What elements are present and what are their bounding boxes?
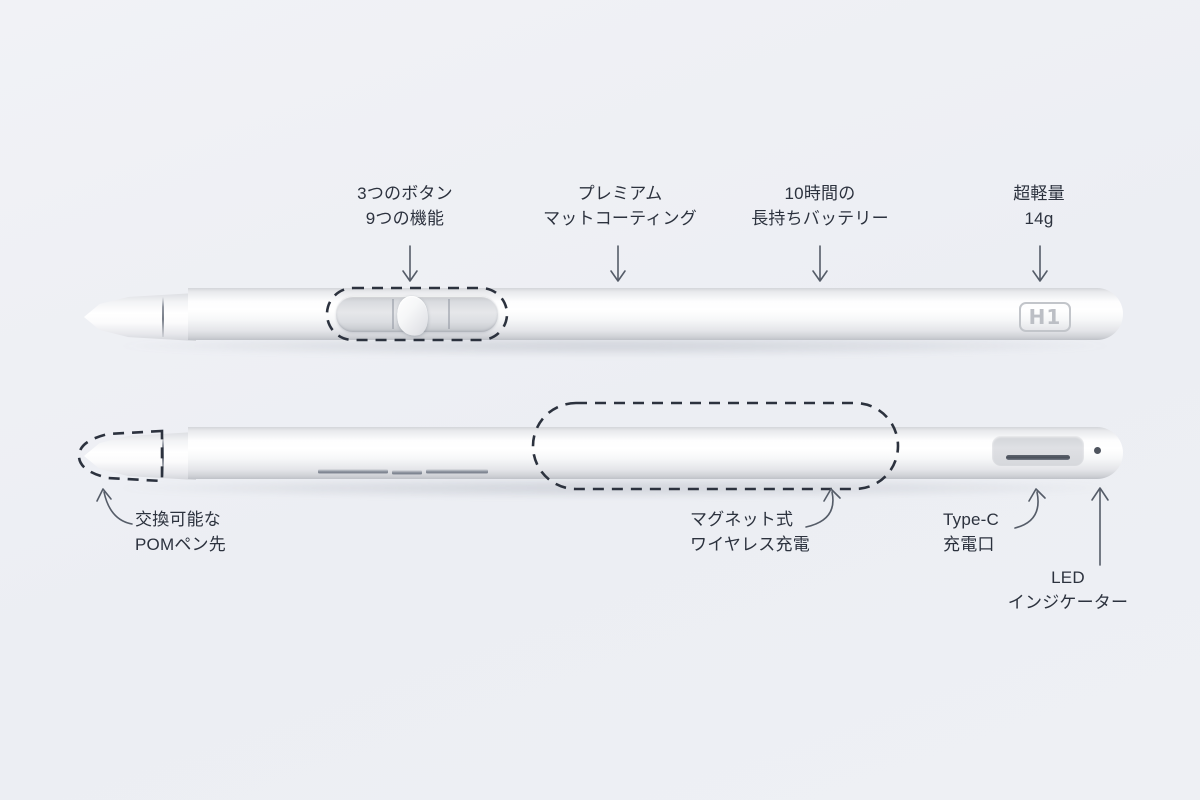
button-cluster-edge — [318, 469, 388, 474]
callout-battery-line-1: 10時間の — [784, 184, 856, 203]
led-indicator-dot — [1094, 447, 1101, 454]
callout-magnetic-line-2: ワイヤレス充電 — [690, 534, 810, 554]
arrow-coating — [610, 245, 626, 282]
button-cluster-edge-mid — [392, 470, 422, 475]
callout-typec: Type-C 充電口 — [943, 508, 999, 557]
callout-coating-line-1: プレミアム — [577, 184, 663, 203]
pen-bottom-shadow — [120, 478, 1110, 498]
callout-tip-line-2: POMペン先 — [135, 534, 226, 554]
callout-coating: プレミアム マットコーティング — [525, 182, 715, 231]
callout-buttons-line-2: 9つの機能 — [365, 208, 445, 228]
pen-bottom-tip-seam — [162, 436, 164, 476]
pen-top-tip-seam — [162, 297, 164, 337]
callout-magnetic-line-1: マグネット式 — [690, 510, 794, 529]
callout-weight: 超軽量 14g — [963, 182, 1115, 231]
callout-typec-line-1: Type-C — [943, 510, 999, 529]
callout-buttons-line-1: 3つのボタン — [357, 184, 453, 203]
callout-tip-line-1: 交換可能な — [135, 510, 221, 529]
arrow-led — [1091, 487, 1109, 566]
callout-magnetic: マグネット式 ワイヤレス充電 — [690, 508, 810, 557]
callout-led: LED インジケーター — [988, 566, 1148, 615]
button-cluster-edge-right — [426, 469, 488, 474]
callout-led-line-2: インジケーター — [1007, 592, 1129, 612]
callout-buttons: 3つのボタン 9つの機能 — [325, 182, 485, 231]
callout-led-line-1: LED — [1051, 568, 1085, 587]
arrow-weight — [1032, 245, 1048, 282]
arrow-typec — [1014, 488, 1046, 529]
arrow-buttons — [402, 245, 418, 282]
arrow-battery — [812, 245, 828, 282]
usb-c-port-slot — [1006, 455, 1070, 460]
button-seam-left — [392, 299, 394, 329]
callout-coating-line-2: マットコーティング — [543, 208, 697, 228]
arrow-tip — [96, 488, 133, 525]
pen-top-barrel — [188, 288, 1123, 340]
callout-weight-line-1: 超軽量 — [1013, 184, 1065, 203]
usb-c-port — [992, 436, 1084, 466]
pen-bottom-tip — [84, 432, 196, 480]
callout-typec-line-2: 充電口 — [943, 534, 995, 554]
model-badge: H1 — [1019, 302, 1071, 332]
callout-battery-line-2: 長持ちバッテリー — [751, 208, 889, 228]
callout-battery: 10時間の 長持ちバッテリー — [725, 182, 915, 231]
callout-tip: 交換可能な POMペン先 — [135, 508, 226, 557]
button-seam-right — [448, 299, 450, 329]
callout-weight-line-2: 14g — [1024, 208, 1054, 228]
pen-top-tip — [84, 293, 196, 341]
